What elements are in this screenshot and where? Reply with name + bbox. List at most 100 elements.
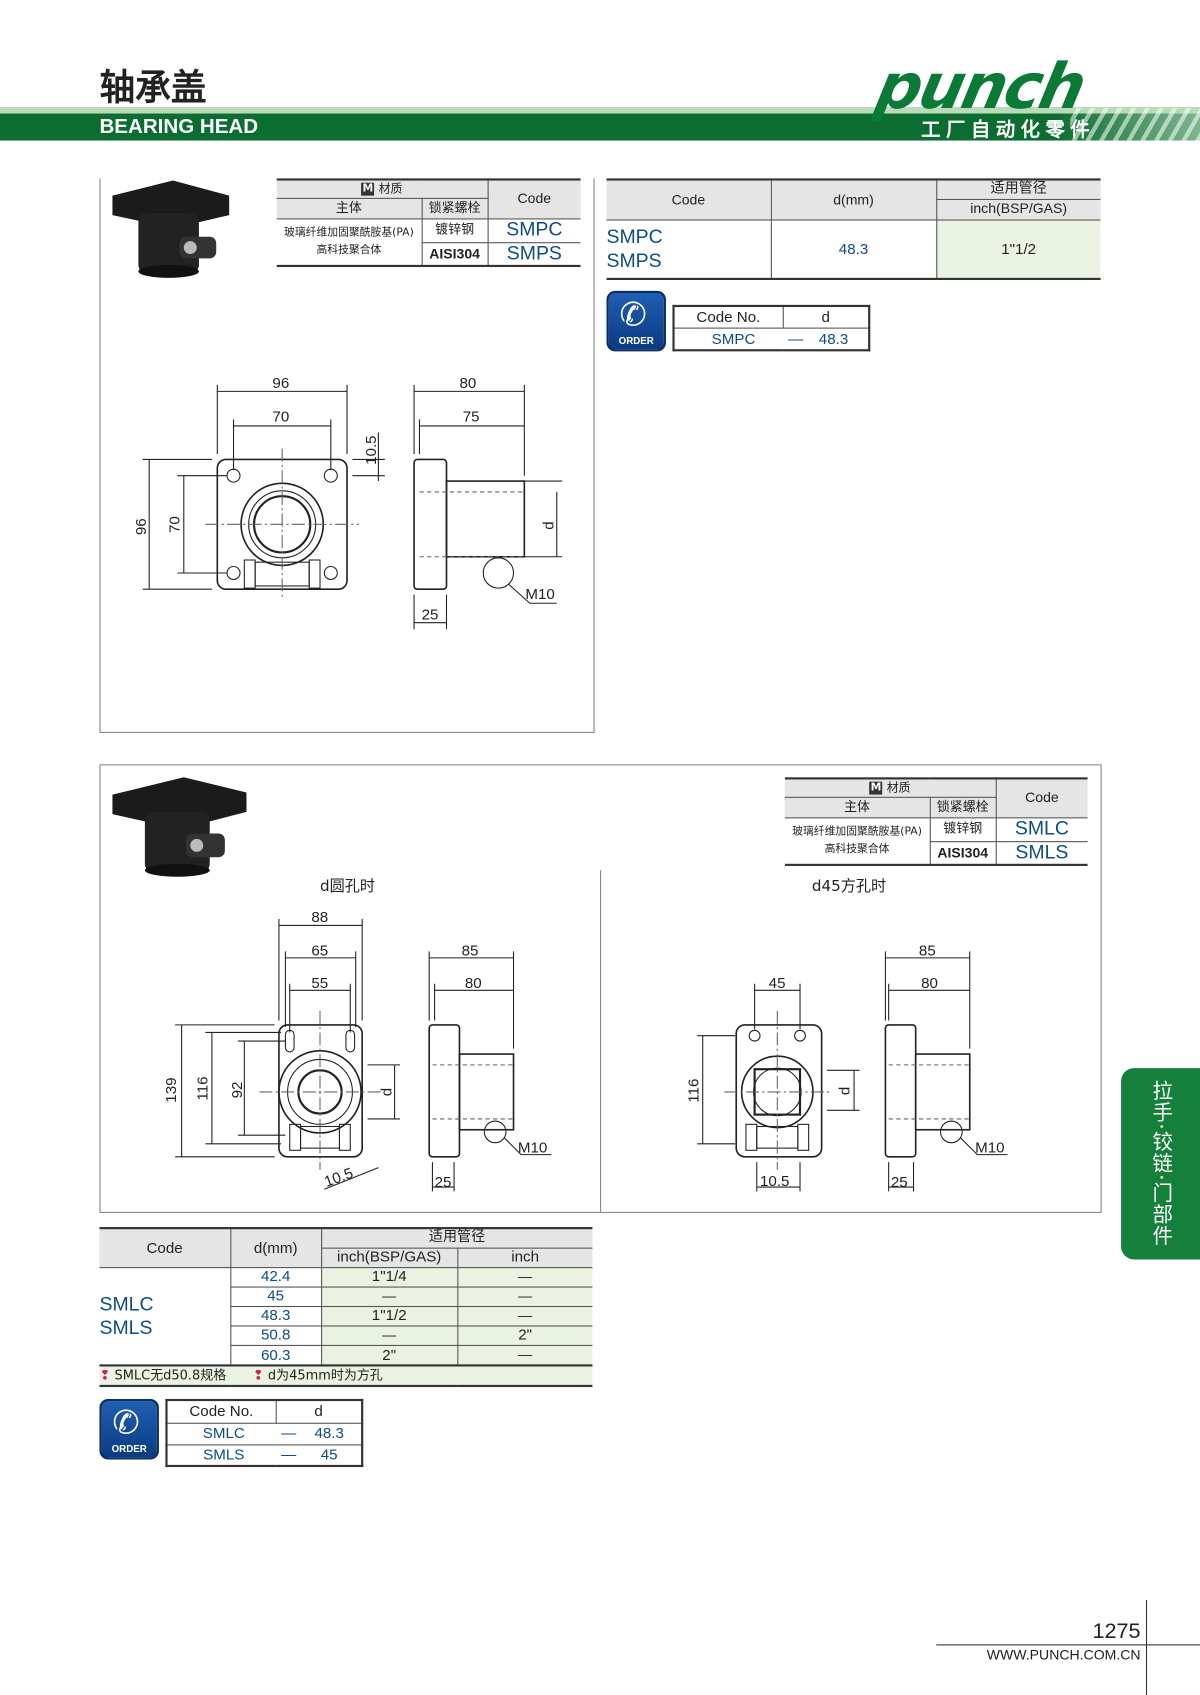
dim-label: 45 — [769, 975, 786, 992]
bsp-cell: 2" — [320, 1344, 458, 1366]
pipe-header: 适用管径 — [935, 178, 1101, 200]
side-view-sml-square — [884, 951, 1008, 1192]
body-material: 玻璃纤维加固聚酰胺基(PA)高科技聚合体 — [276, 217, 423, 267]
bolt-material: AISI304 — [421, 241, 489, 267]
code-header: Code — [487, 178, 581, 219]
dim-label: 96 — [272, 375, 289, 392]
bolt-header: 锁紧螺栓 — [421, 197, 488, 219]
dim-label: 70 — [166, 516, 183, 533]
d-header: d(mm) — [770, 178, 937, 221]
bsp-cell: — — [320, 1324, 458, 1346]
front-view-smp — [142, 384, 385, 601]
code-header: Code — [606, 178, 772, 221]
order-table-1: Code No.d SMPC—48.3 — [672, 304, 871, 352]
inch-header: inch — [456, 1247, 593, 1268]
body-material: 玻璃纤维加固聚酰胺基(PA)高科技聚合体 — [784, 816, 931, 866]
dim-label: 139 — [163, 1077, 180, 1102]
bolt-material: AISI304 — [929, 840, 997, 866]
dim-label: 55 — [311, 975, 328, 992]
notes-row: ❢ SMLC无d50.8规格❢ d为45mm时为方孔 — [99, 1364, 593, 1387]
dim-label: 85 — [462, 943, 479, 960]
round-hole-label: d圆孔时 — [320, 877, 376, 896]
dim-label: 80 — [465, 975, 482, 992]
bsp-cell: 1"1/2 — [320, 1305, 458, 1326]
dim-label: 116 — [195, 1076, 212, 1100]
dim-label: 80 — [921, 975, 938, 992]
d-cell: 45 — [230, 1285, 322, 1307]
dim-label: d — [378, 1088, 395, 1096]
footer-rule — [936, 1644, 1200, 1646]
section2-frame — [99, 764, 1102, 1213]
page-number: 1275 — [1092, 1619, 1141, 1644]
code-value: SMPC — [487, 217, 581, 243]
order-button[interactable]: ✆ ORDER — [606, 290, 666, 352]
footer-rule-vertical — [1145, 1600, 1148, 1695]
d-cell: 60.3 — [230, 1344, 322, 1366]
dim-label: M10 — [518, 1139, 547, 1156]
side-view-smp — [413, 384, 563, 630]
d-cell: 48.3 — [770, 218, 937, 280]
phone-icon: ✆ — [112, 1405, 140, 1442]
bolt-material: 镀锌钢 — [421, 217, 489, 243]
category-side-tab[interactable]: 拉手·铰链·门部件 — [1121, 1068, 1200, 1260]
table-row: 45—— — [99, 1285, 593, 1307]
dim-label: 25 — [435, 1174, 452, 1191]
page-title-en: BEARING HEAD — [99, 115, 259, 139]
order-label: ORDER — [618, 335, 654, 346]
code-value: SMLS — [995, 840, 1088, 866]
dim-label: 116 — [685, 1079, 702, 1103]
inch-cell: — — [456, 1305, 593, 1326]
pipe-header: 适用管径 — [320, 1227, 593, 1249]
dim-label: d — [837, 1087, 854, 1095]
d-cell: 48.3 — [230, 1305, 322, 1326]
bolt-header: 锁紧螺栓 — [929, 796, 996, 818]
dim-label: 96 — [133, 518, 150, 535]
inch-cell: 1"1/2 — [935, 218, 1101, 280]
section2-divider — [600, 870, 602, 1212]
phone-icon: ✆ — [619, 297, 647, 333]
dim-label: d — [541, 521, 558, 529]
order-row: SMLC—48.3 — [165, 1422, 363, 1445]
side-view-sml-round — [428, 951, 552, 1192]
order-label: ORDER — [111, 1443, 147, 1455]
order-row: SMPC—48.3 — [672, 327, 870, 351]
bsp-cell: — — [320, 1285, 458, 1307]
header-band — [0, 113, 1200, 141]
header-band-light — [0, 107, 1200, 114]
body-header: 主体 — [276, 197, 423, 219]
dim-label: 85 — [919, 943, 936, 960]
dim-label: 10.5 — [760, 1173, 789, 1190]
logo-tagline: 工厂自动化零件 — [921, 118, 1096, 142]
square-hole-label: d45方孔时 — [811, 877, 887, 896]
dim-label: M10 — [525, 586, 554, 603]
code-header: Code — [99, 1227, 231, 1268]
order-code-header: Code No. — [672, 305, 784, 329]
body-header: 主体 — [784, 796, 931, 818]
bsp-cell: 1"1/4 — [320, 1266, 458, 1288]
product-photo-smp — [112, 180, 230, 278]
warning-icon: ❢ — [99, 1367, 111, 1383]
order-button[interactable]: ✆ORDER — [99, 1398, 159, 1460]
d-cell: 50.8 — [230, 1324, 322, 1346]
bsp-header: inch(BSP/GAS) — [321, 1247, 458, 1268]
dim-label: 25 — [422, 606, 439, 623]
header-stripes — [1070, 108, 1200, 141]
dim-label: 10.5 — [363, 435, 380, 464]
order-table-2: Code No.d SMLC—48.3 SMLS—45 — [165, 1398, 364, 1468]
bolt-material: 镀锌钢 — [929, 816, 997, 842]
order-code-header: Code No. — [165, 1399, 277, 1424]
d-header: d(mm) — [229, 1227, 322, 1268]
front-view-sml-round — [175, 918, 401, 1190]
dim-label: 88 — [311, 909, 328, 926]
dim-label: 70 — [272, 409, 289, 426]
